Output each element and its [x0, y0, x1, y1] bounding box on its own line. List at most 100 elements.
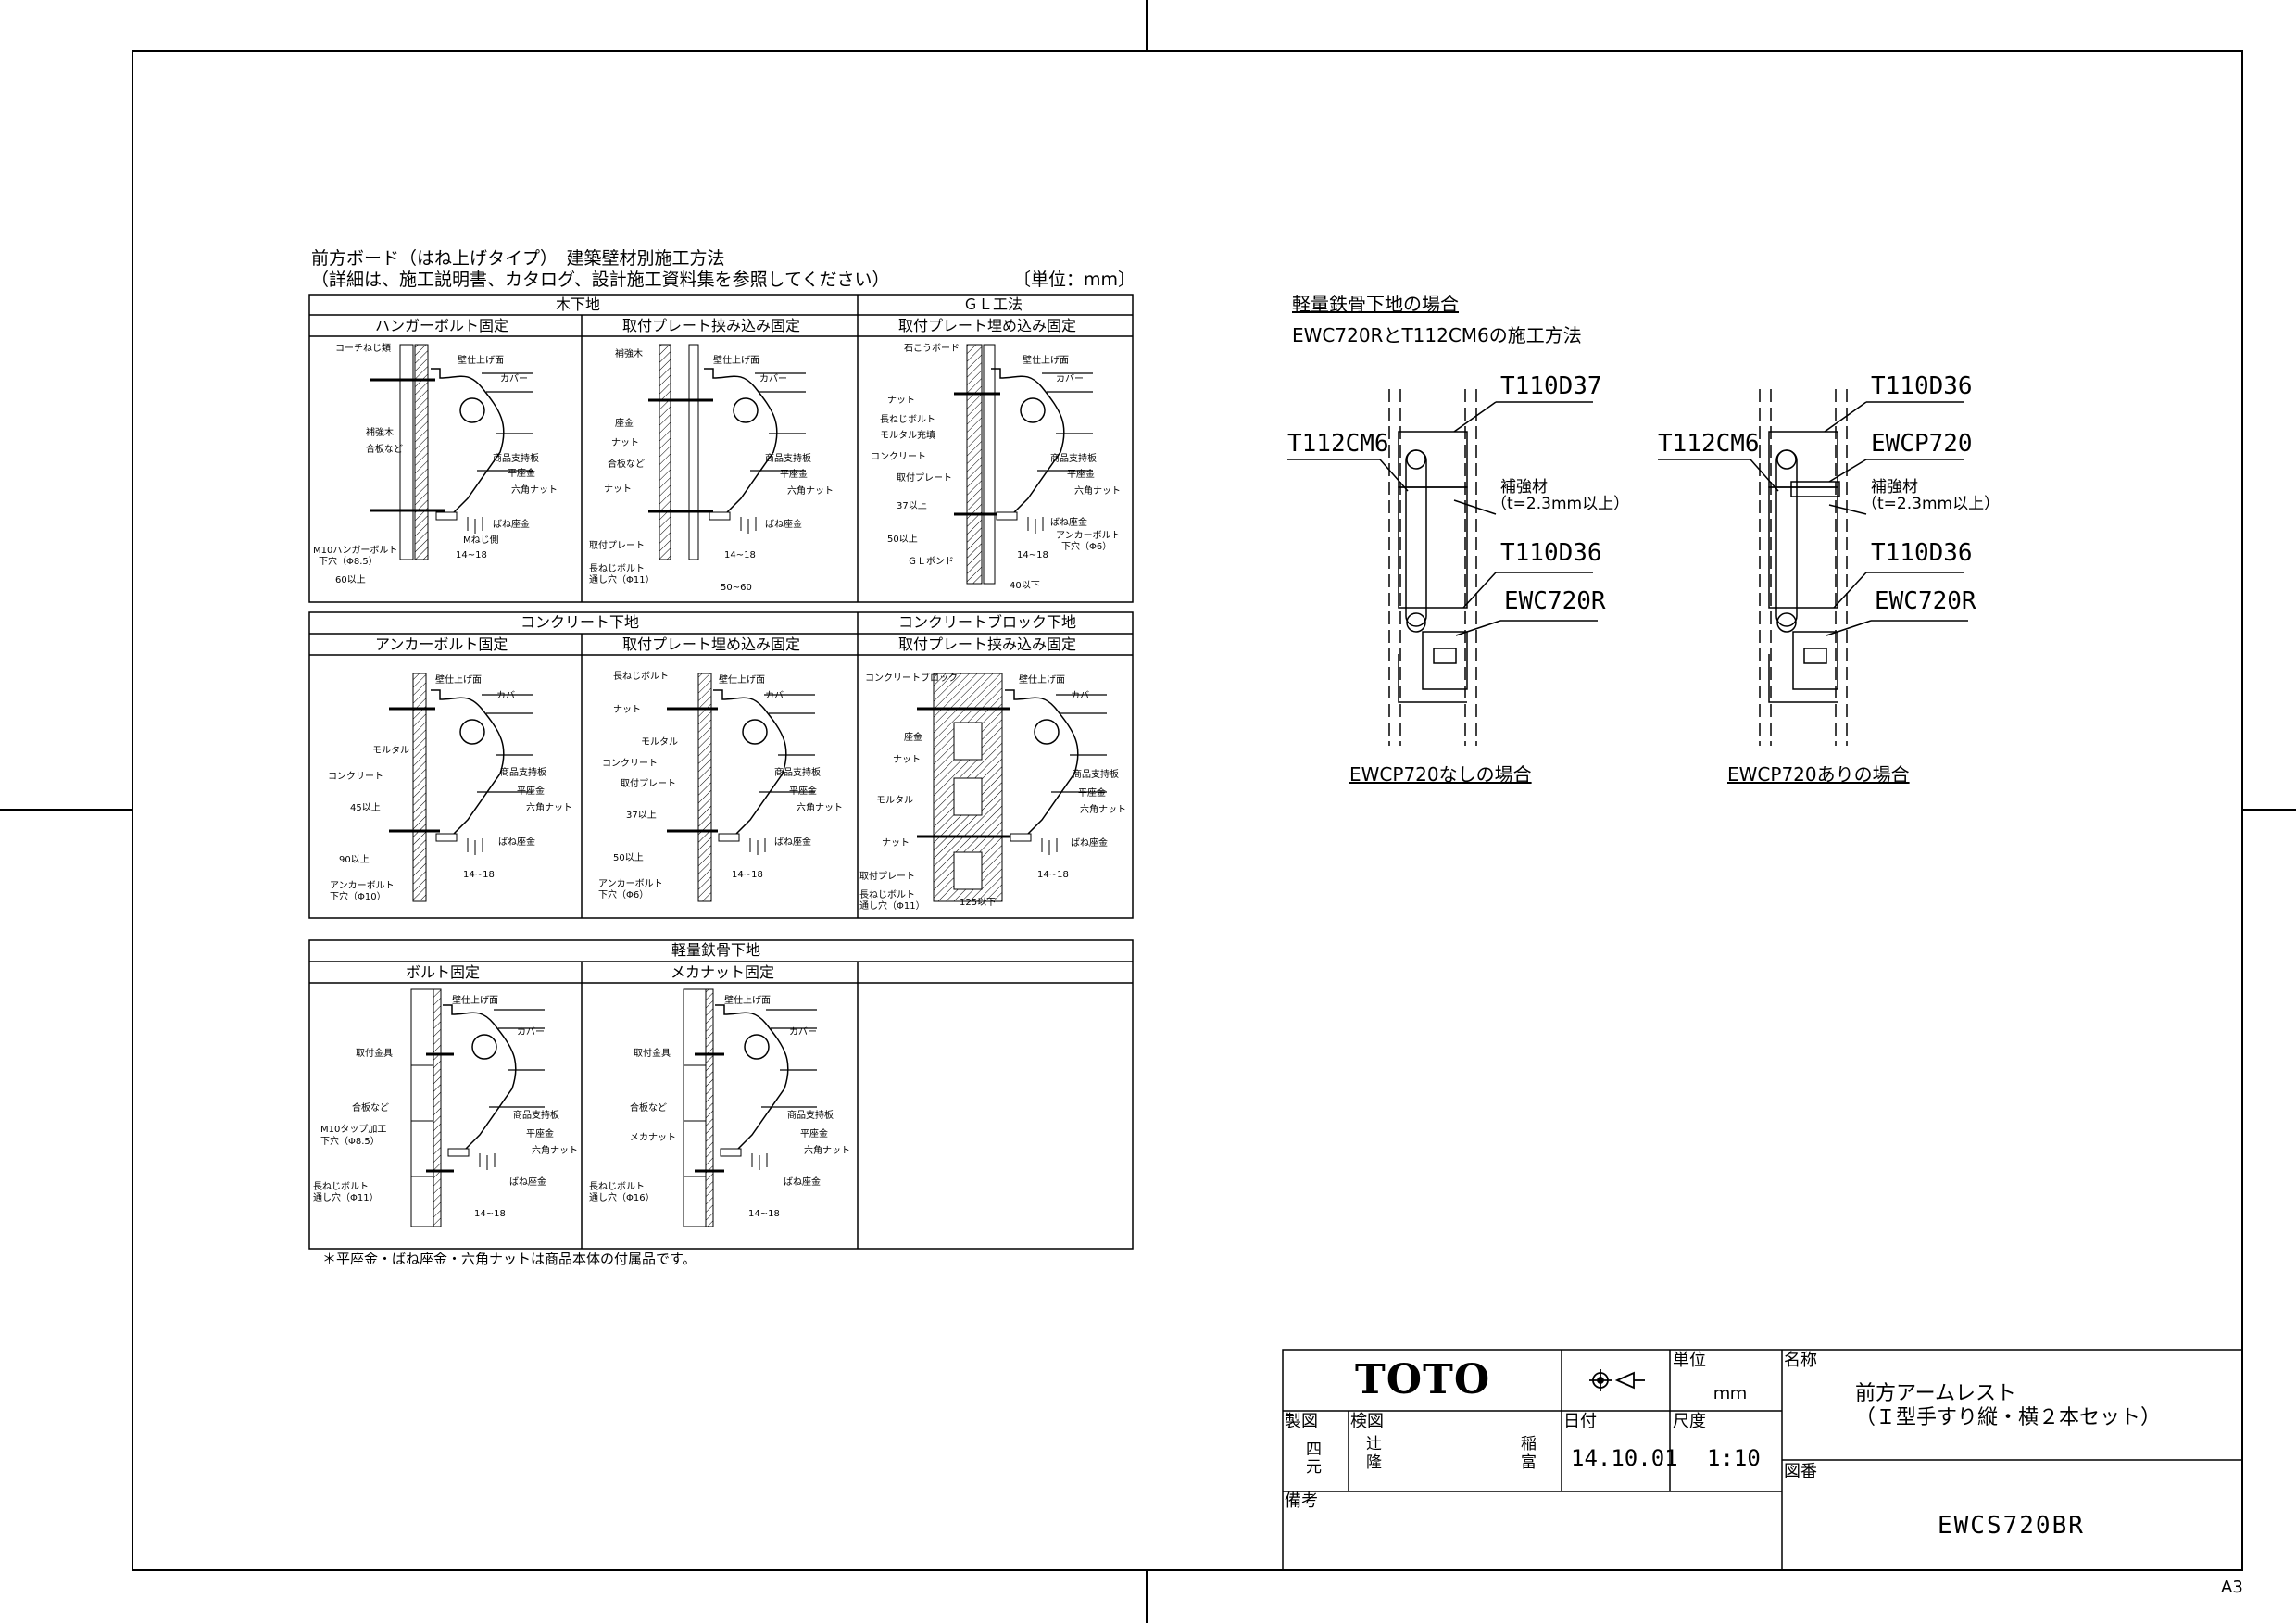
lbl-m-screw: Mねじ側: [463, 535, 499, 546]
lbl-long-bolt-8: 長ねじボルト: [589, 1182, 645, 1192]
lbl-washer-6: 座金: [904, 733, 922, 743]
lbl-through-hole-6: 通し穴（Φ11）: [859, 901, 925, 912]
lbl-plywood-1: 合板など: [366, 445, 403, 455]
lbl-flat-washer-4: 平座金: [517, 786, 545, 797]
lbl-spring-washer-7: ばね座金: [509, 1177, 546, 1188]
lbl-nut-2a: ナット: [611, 438, 639, 448]
lbl-flat-washer-8: 平座金: [800, 1129, 828, 1139]
drawing-concrete-anchor: [389, 673, 533, 902]
lbl-dim-60: 60以上: [335, 575, 366, 585]
left-top-part: T110D37: [1500, 372, 1602, 400]
lbl-plate-5: 取付プレート: [621, 779, 676, 789]
lbl-dim-50-5: 50以上: [613, 853, 644, 863]
lbl-m10-tap: M10タップ加工: [320, 1125, 387, 1135]
group-block: コンクリートブロック下地: [898, 613, 1077, 631]
lbl-dim-14-18-4: 14~18: [463, 870, 495, 880]
drawn-label: 製図: [1285, 1412, 1318, 1431]
lbl-wall-finish-1: 壁仕上げ面: [458, 356, 504, 366]
lbl-through-hole-16: 通し穴（Φ16）: [589, 1193, 655, 1203]
date-value: 14.10.01: [1571, 1445, 1678, 1471]
col-bolt: ボルト固定: [406, 963, 481, 981]
group-gl: ＧＬ工法: [963, 296, 1023, 313]
lbl-cover-6: カバー: [1071, 691, 1098, 701]
methods-title: 前方ボード（はね上げタイプ） 建築壁材別施工方法: [311, 248, 725, 269]
lbl-cover-2: カバー: [759, 374, 787, 384]
lbl-through-hole-2: 通し穴（Φ11）: [589, 575, 655, 585]
lbl-spring-washer-4: ばね座金: [498, 837, 535, 848]
col-plate-clamp2: 取付プレート挟み込み固定: [898, 635, 1077, 653]
checked-label: 検図: [1350, 1412, 1384, 1431]
lbl-dim-14-18-6: 14~18: [1037, 870, 1069, 880]
lbl-mortar-4: モルタル: [372, 746, 409, 756]
lbl-mortar-5: モルタル: [641, 737, 678, 748]
lbl-cover-7: カバー: [517, 1027, 545, 1038]
drawing-steel-mecha: [683, 988, 818, 1227]
lbl-hole-6-3: 下穴（Φ6）: [1061, 542, 1112, 552]
lbl-spring-washer-2: ばね座金: [765, 520, 802, 530]
lbl-dim-14-18-2: 14~18: [724, 550, 756, 560]
lbl-support-2: 商品支持板: [765, 454, 811, 464]
lbl-cover-4: カバー: [496, 691, 524, 701]
scale-value: 1:10: [1707, 1445, 1761, 1471]
projection-symbol: [1589, 1369, 1645, 1391]
methods-subtitle: （詳細は、施工説明書、カタログ、設計施工資料集を参照してください）: [311, 270, 890, 290]
lbl-plywood-7: 合板など: [352, 1103, 389, 1113]
unit-label: 単位: [1673, 1351, 1706, 1370]
name-line2: （Ｉ型手すり縦・横２本セット）: [1855, 1406, 2162, 1429]
drawing-gl: [954, 344, 1094, 585]
lbl-plate-2: 取付プレート: [589, 541, 645, 551]
lbl-plywood-2: 合板など: [608, 459, 645, 470]
lbl-hex-nut-6: 六角ナット: [1080, 805, 1126, 815]
steel-heading: 軽量鉄骨下地の場合: [1292, 293, 1459, 315]
right-ewcp: EWCP720: [1871, 430, 1973, 458]
group-wood: 木下地: [556, 296, 601, 313]
lbl-hole-10: 下穴（Φ10）: [330, 892, 386, 902]
drawn-value: 四元: [1306, 1441, 1322, 1477]
lbl-wall-finish-3: 壁仕上げ面: [1023, 356, 1069, 366]
lbl-wall-finish-5: 壁仕上げ面: [719, 675, 765, 686]
left-reinforce-spec: （t=2.3mm以上）: [1491, 495, 1630, 513]
unit-value: ｍｍ: [1713, 1384, 1747, 1403]
lbl-flat-washer-2: 平座金: [780, 470, 808, 480]
lbl-dim-37-5: 37以上: [626, 811, 657, 821]
group-steel: 軽量鉄骨下地: [671, 941, 761, 959]
sheet-size-mark: A3: [2221, 1578, 2243, 1597]
lbl-flat-washer-5: 平座金: [789, 786, 817, 797]
drawing-no-value: EWCS720BR: [1938, 1512, 2085, 1540]
lbl-reinforce-wood-2: 補強木: [615, 349, 643, 359]
col-mecha: メカナット固定: [671, 963, 775, 981]
lbl-hex-nut-1: 六角ナット: [511, 485, 558, 496]
lbl-spring-washer-1: ばね座金: [493, 520, 530, 530]
lbl-support-4: 商品支持板: [500, 768, 546, 778]
lbl-long-bolt-2: 長ねじボルト: [589, 564, 645, 574]
lbl-dim-37-3: 37以上: [897, 501, 927, 511]
lbl-hex-nut-8: 六角ナット: [804, 1146, 850, 1156]
lbl-flat-washer-3: 平座金: [1067, 470, 1095, 480]
date-label: 日付: [1563, 1412, 1597, 1431]
group-concrete: コンクリート下地: [521, 613, 640, 631]
right-reinforce: 補強材: [1871, 478, 1918, 497]
drawing-block: [917, 673, 1108, 902]
lbl-hanger-bolt: M10ハンガーボルト: [313, 546, 398, 556]
lbl-hex-nut-3: 六角ナット: [1074, 486, 1121, 497]
lbl-cover-5: カバー: [765, 691, 793, 701]
lbl-hex-nut-2: 六角ナット: [787, 486, 834, 497]
lbl-anchor-5: アンカーボルト: [598, 879, 663, 889]
lbl-support-1: 商品支持板: [493, 454, 539, 464]
lbl-concrete-3: コンクリート: [871, 452, 926, 462]
lbl-fitting-7: 取付金具: [356, 1049, 393, 1059]
lbl-dim-40: 40以下: [1010, 581, 1040, 591]
lbl-support-3: 商品支持板: [1050, 454, 1097, 464]
lbl-hex-nut-5: 六角ナット: [797, 803, 843, 813]
lbl-dim-50-60: 50~60: [721, 583, 752, 593]
drawing-no-label: 図番: [1784, 1462, 1817, 1481]
lbl-dim-14-18-3: 14~18: [1017, 550, 1048, 560]
lbl-reinforce-wood-1: 補強木: [366, 428, 394, 438]
lbl-wall-finish-2: 壁仕上げ面: [713, 356, 759, 366]
lbl-wall-finish-7: 壁仕上げ面: [452, 996, 498, 1006]
right-mid-part: T110D36: [1871, 539, 1973, 567]
lbl-long-bolt-6: 長ねじボルト: [859, 890, 915, 900]
lbl-fitting-8: 取付金具: [634, 1049, 671, 1059]
